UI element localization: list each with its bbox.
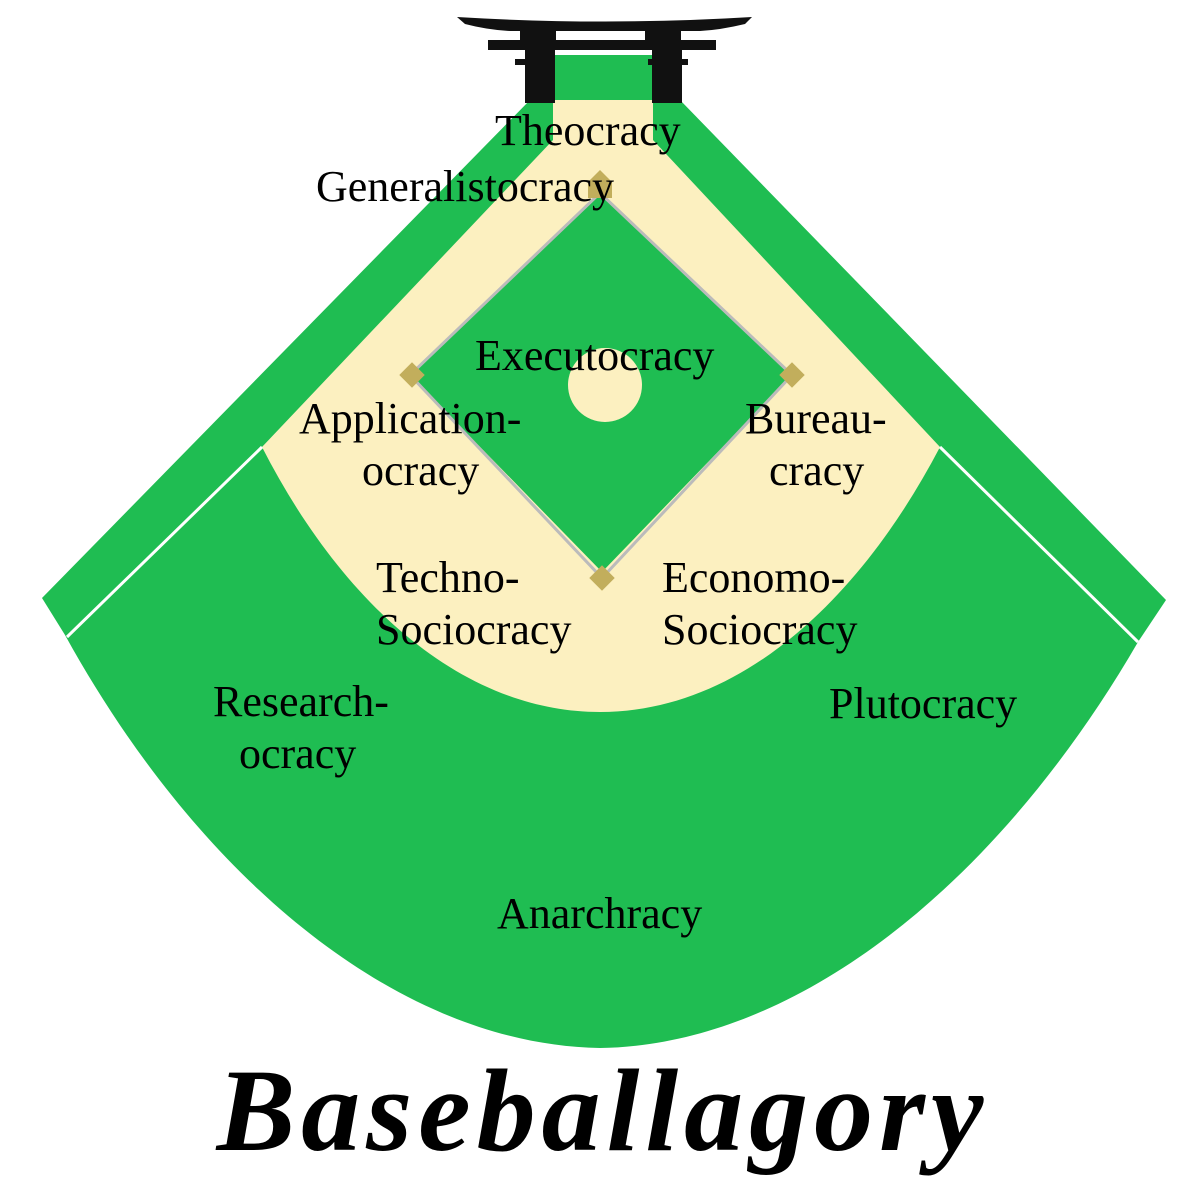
- base-second: [589, 565, 615, 591]
- label-plutocracy: Plutocracy: [829, 679, 1017, 728]
- label-generalistocracy: Generalistocracy: [316, 162, 614, 211]
- base-first: [779, 362, 805, 388]
- label-applicationocracy-1: Application-: [299, 394, 521, 443]
- label-researchocracy-2: ocracy: [239, 729, 356, 778]
- label-applicationocracy-2: ocracy: [362, 446, 479, 495]
- label-techno-sociocracy-1: Techno-: [376, 553, 520, 602]
- label-economo-sociocracy-2: Sociocracy: [662, 605, 857, 654]
- label-researchocracy-1: Research-: [213, 677, 389, 726]
- foul-line-left: [65, 445, 264, 639]
- diagram-title: Baseballagory: [215, 1045, 990, 1176]
- label-anarchracy: Anarchracy: [497, 889, 702, 938]
- label-economo-sociocracy-1: Economo-: [662, 553, 845, 602]
- base-third: [399, 362, 425, 388]
- label-bureaucracy-1: Bureau-: [745, 394, 887, 443]
- label-bureaucracy-2: cracy: [769, 446, 864, 495]
- label-executocracy: Executocracy: [475, 331, 714, 380]
- foul-line-right: [938, 445, 1140, 644]
- label-theocracy: Theocracy: [495, 106, 681, 155]
- label-techno-sociocracy-2: Sociocracy: [376, 605, 571, 654]
- home-plate: [588, 170, 612, 198]
- torii-gate-icon: [457, 17, 752, 103]
- pitchers-mound: [568, 348, 642, 422]
